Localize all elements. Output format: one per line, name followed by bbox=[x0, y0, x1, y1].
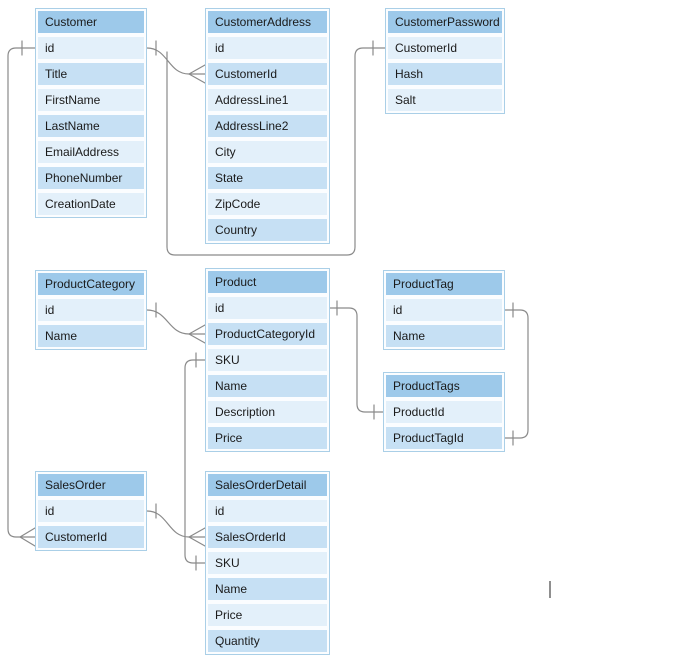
field-customer-phonenumber[interactable]: PhoneNumber bbox=[38, 167, 144, 189]
field-sales-order-detail-sku[interactable]: SKU bbox=[208, 552, 327, 574]
many-end-crowfoot bbox=[19, 527, 36, 547]
relationship-producttag-producttags[interactable] bbox=[504, 302, 529, 446]
many-end-crowfoot bbox=[188, 324, 206, 344]
relationship-customer-salesorder[interactable] bbox=[7, 40, 36, 547]
field-customer-address-zipcode[interactable]: ZipCode bbox=[208, 193, 327, 215]
text-cursor bbox=[549, 581, 551, 598]
relationship-product-salesorderdetail[interactable] bbox=[184, 352, 206, 571]
field-customer-address-state[interactable]: State bbox=[208, 167, 327, 189]
table-title-sales-order[interactable]: SalesOrder bbox=[38, 474, 144, 496]
field-customer-address-addressline2[interactable]: AddressLine2 bbox=[208, 115, 327, 137]
relationship-customer-customerpassword[interactable] bbox=[166, 40, 386, 256]
field-sales-order-detail-name[interactable]: Name bbox=[208, 578, 327, 600]
table-title-product-tags[interactable]: ProductTags bbox=[386, 375, 502, 397]
field-customer-title[interactable]: Title bbox=[38, 63, 144, 85]
field-product-tags-productid[interactable]: ProductId bbox=[386, 401, 502, 423]
connector-line[interactable] bbox=[146, 510, 190, 538]
field-customer-password-salt[interactable]: Salt bbox=[388, 89, 502, 111]
relationship-customer-customeraddress[interactable] bbox=[146, 40, 206, 84]
field-sales-order-detail-id[interactable]: id bbox=[208, 500, 327, 522]
table-title-product-category[interactable]: ProductCategory bbox=[38, 273, 144, 295]
field-product-tag-id[interactable]: id bbox=[386, 299, 502, 321]
table-title-customer-password[interactable]: CustomerPassword bbox=[388, 11, 502, 33]
table-title-customer-address[interactable]: CustomerAddress bbox=[208, 11, 327, 33]
relationship-productcategory-product[interactable] bbox=[146, 302, 206, 344]
field-product-name[interactable]: Name bbox=[208, 375, 327, 397]
field-product-id[interactable]: id bbox=[208, 297, 327, 319]
relationship-salesorder-salesorderdetail[interactable] bbox=[146, 503, 206, 547]
connector-line[interactable] bbox=[146, 309, 190, 335]
field-customer-address-city[interactable]: City bbox=[208, 141, 327, 163]
connector-line[interactable] bbox=[7, 47, 36, 538]
field-customer-firstname[interactable]: FirstName bbox=[38, 89, 144, 111]
field-product-description[interactable]: Description bbox=[208, 401, 327, 423]
connector-line[interactable] bbox=[146, 47, 190, 75]
field-customer-address-customerid[interactable]: CustomerId bbox=[208, 63, 327, 85]
field-product-tags-producttagid[interactable]: ProductTagId bbox=[386, 427, 502, 449]
field-customer-password-hash[interactable]: Hash bbox=[388, 63, 502, 85]
connector-line[interactable] bbox=[166, 47, 386, 256]
many-end-crowfoot bbox=[188, 64, 206, 84]
connector-line[interactable] bbox=[184, 359, 206, 564]
field-sales-order-id[interactable]: id bbox=[38, 500, 144, 522]
relationship-product-producttags[interactable] bbox=[329, 300, 384, 420]
field-customer-password-customerid[interactable]: CustomerId bbox=[388, 37, 502, 59]
field-product-productcategoryid[interactable]: ProductCategoryId bbox=[208, 323, 327, 345]
table-title-customer[interactable]: Customer bbox=[38, 11, 144, 33]
table-title-product-tag[interactable]: ProductTag bbox=[386, 273, 502, 295]
connector-line[interactable] bbox=[329, 307, 384, 413]
field-sales-order-detail-salesorderid[interactable]: SalesOrderId bbox=[208, 526, 327, 548]
many-end-crowfoot bbox=[188, 527, 206, 547]
field-product-price[interactable]: Price bbox=[208, 427, 327, 449]
table-title-product[interactable]: Product bbox=[208, 271, 327, 293]
field-customer-id[interactable]: id bbox=[38, 37, 144, 59]
field-customer-lastname[interactable]: LastName bbox=[38, 115, 144, 137]
field-product-sku[interactable]: SKU bbox=[208, 349, 327, 371]
table-title-sales-order-detail[interactable]: SalesOrderDetail bbox=[208, 474, 327, 496]
field-sales-order-detail-price[interactable]: Price bbox=[208, 604, 327, 626]
field-customer-emailaddress[interactable]: EmailAddress bbox=[38, 141, 144, 163]
connector-line[interactable] bbox=[504, 309, 529, 439]
field-customer-address-country[interactable]: Country bbox=[208, 219, 327, 241]
field-customer-address-id[interactable]: id bbox=[208, 37, 327, 59]
field-sales-order-customerid[interactable]: CustomerId bbox=[38, 526, 144, 548]
field-sales-order-detail-quantity[interactable]: Quantity bbox=[208, 630, 327, 652]
field-product-tag-name[interactable]: Name bbox=[386, 325, 502, 347]
field-customer-creationdate[interactable]: CreationDate bbox=[38, 193, 144, 215]
field-customer-address-addressline1[interactable]: AddressLine1 bbox=[208, 89, 327, 111]
field-product-category-id[interactable]: id bbox=[38, 299, 144, 321]
field-product-category-name[interactable]: Name bbox=[38, 325, 144, 347]
